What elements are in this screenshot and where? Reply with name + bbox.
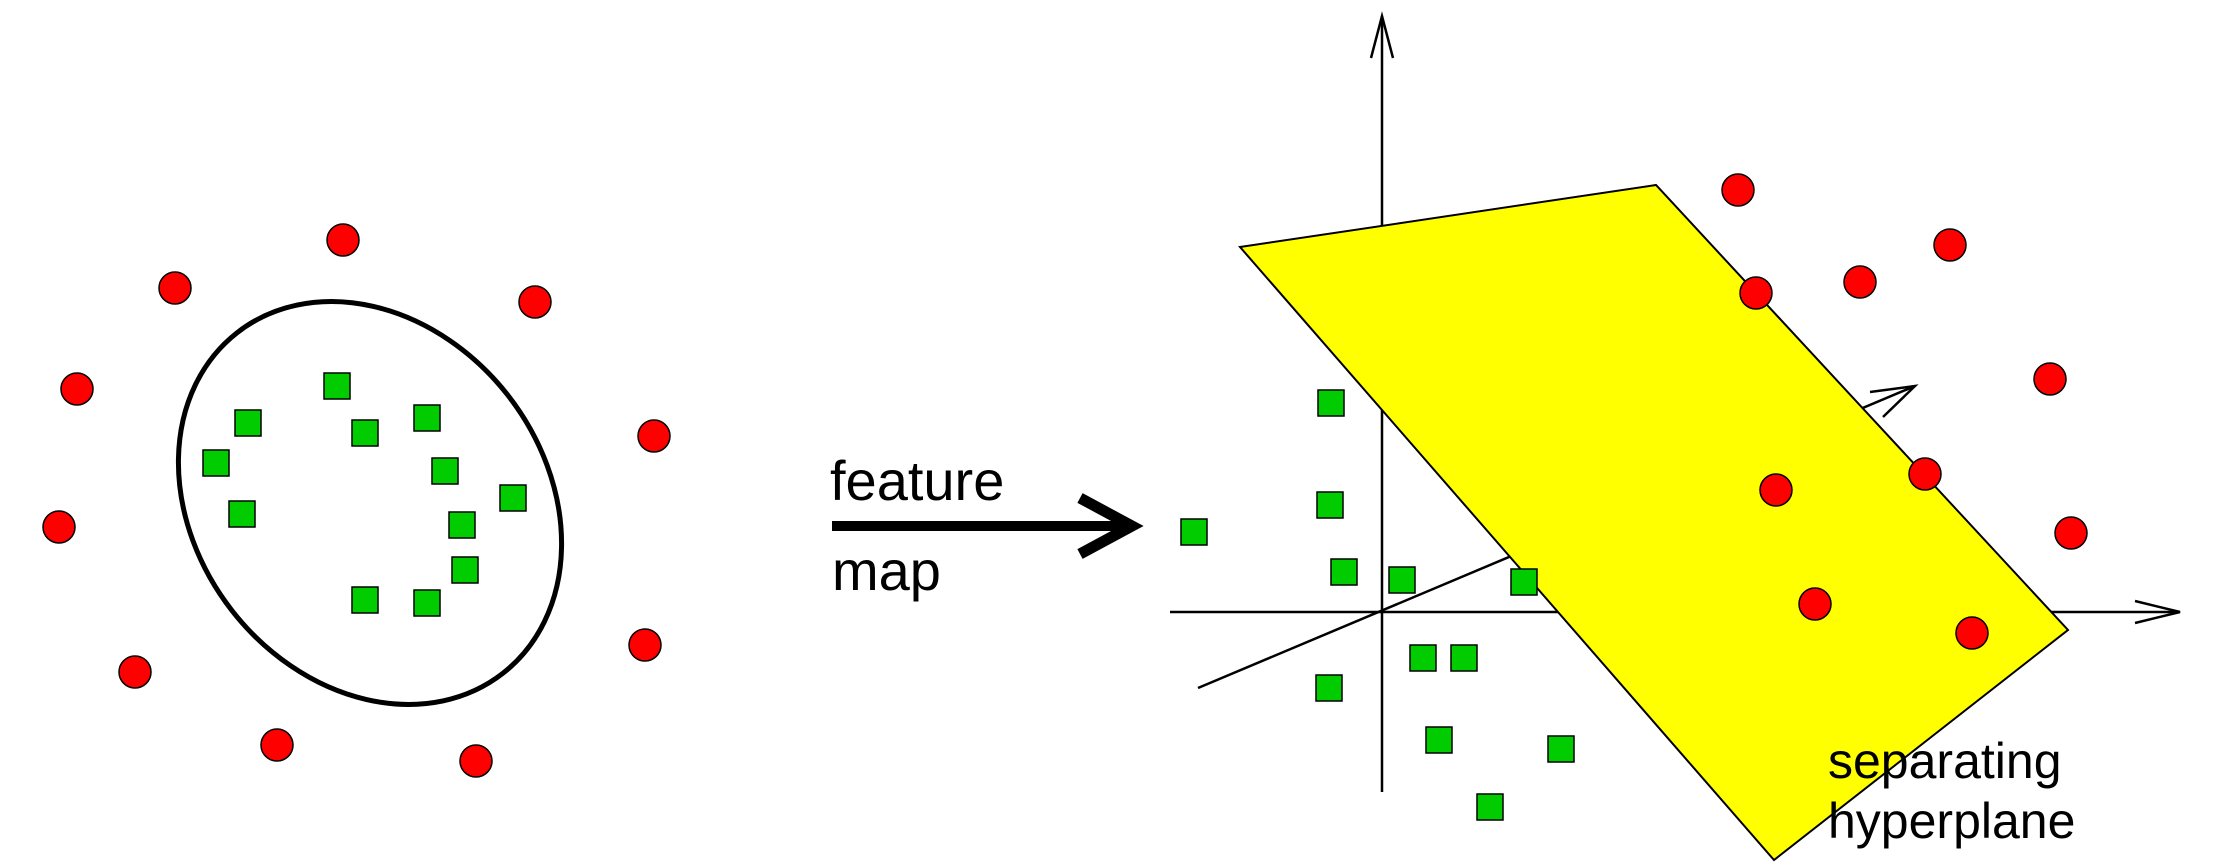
class-square [1316, 491, 1344, 519]
class-square [451, 556, 479, 584]
class-circle [1739, 276, 1773, 310]
class-circle [2033, 362, 2067, 396]
class-circle [637, 419, 671, 453]
class-circle [1955, 616, 1989, 650]
separating-hyperplane [1238, 183, 2070, 862]
class-square [234, 409, 262, 437]
class-square [1547, 735, 1575, 763]
class-square [448, 511, 476, 539]
arrow-label-map: map [832, 539, 941, 602]
class-circle [260, 728, 294, 762]
class-square [202, 449, 230, 477]
input-class-squares [202, 372, 527, 617]
class-circle [518, 285, 552, 319]
class-circle [158, 271, 192, 305]
class-circle [1759, 473, 1793, 507]
class-square [1180, 518, 1208, 546]
class-square [431, 457, 459, 485]
class-circle [1933, 228, 1967, 262]
input-class-circles [42, 223, 671, 778]
class-circle [1908, 457, 1942, 491]
class-square [1409, 644, 1437, 672]
class-square [413, 589, 441, 617]
hyperplane-label-line2: hyperplane [1828, 793, 2075, 849]
class-square [1330, 558, 1358, 586]
class-square [323, 372, 351, 400]
depth-axis-arrowhead [1869, 384, 1919, 418]
class-square [1450, 644, 1478, 672]
class-square [1510, 568, 1538, 596]
class-square [1388, 566, 1416, 594]
class-circle [1798, 587, 1832, 621]
hyperplane-label-line1: separating [1828, 733, 2062, 789]
horizontal-axis-arrowhead [2134, 599, 2181, 625]
class-circle [118, 655, 152, 689]
class-circle [459, 744, 493, 778]
class-square [1315, 674, 1343, 702]
vertical-axis-arrowhead [1369, 11, 1395, 59]
class-circle [326, 223, 360, 257]
feature-space-panel: separating hyperplane [1170, 11, 2181, 862]
feature-class-squares [1180, 389, 1575, 821]
class-circle [1721, 173, 1755, 207]
feature-map-arrow-head [1077, 493, 1144, 559]
class-circle [2054, 516, 2088, 550]
class-square [351, 586, 379, 614]
class-circle [60, 372, 94, 406]
input-space-panel [42, 223, 671, 778]
feature-map-arrow-group: feature map [830, 449, 1144, 602]
class-square [499, 484, 527, 512]
class-square [1425, 726, 1453, 754]
class-square [1317, 389, 1345, 417]
class-circle [628, 628, 662, 662]
arrow-label-feature: feature [830, 449, 1004, 512]
class-square [351, 419, 379, 447]
feature-class-circles [1721, 173, 2088, 650]
decision-boundary-ellipse [175, 299, 565, 707]
class-circle [42, 510, 76, 544]
class-square [1476, 793, 1504, 821]
class-square [413, 404, 441, 432]
class-circle [1843, 265, 1877, 299]
class-square [228, 500, 256, 528]
